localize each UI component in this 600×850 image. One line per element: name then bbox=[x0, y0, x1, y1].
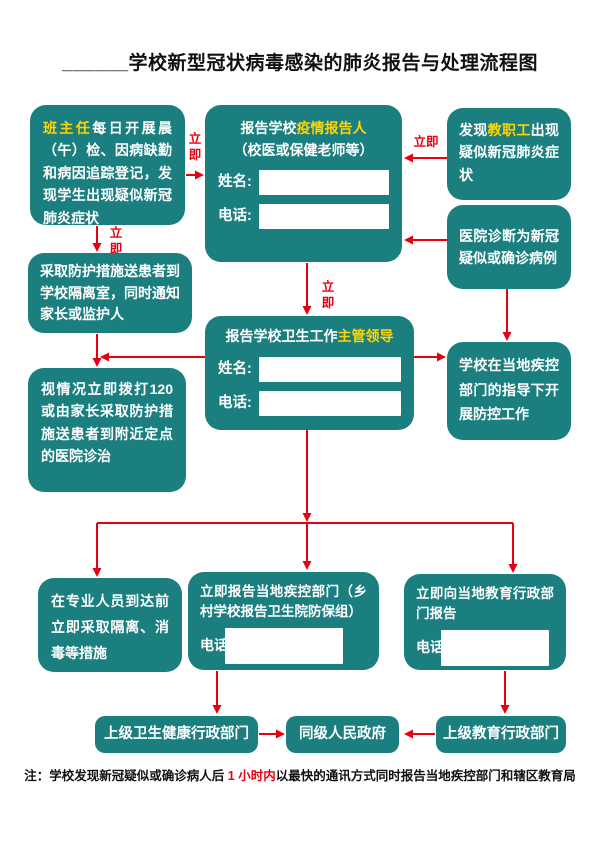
node-pre-arrival-measures: 在专业人员到达前立即采取隔离、消毒等措施 bbox=[38, 578, 182, 672]
leader-name-label: 姓名: bbox=[218, 360, 252, 377]
node-report-health-leader-title: 报告学校卫生工作主管领导 bbox=[218, 326, 401, 348]
reporter-phone-row: 电话: bbox=[218, 204, 389, 230]
node-isolation-room: 采取防护措施送患者到学校隔离室，同时通知家长或监护人 bbox=[28, 253, 192, 333]
node-hospital-diagnosis-text: 医院诊断为新冠疑似或确诊病例 bbox=[459, 227, 559, 266]
label-immediate-2: 立即 bbox=[413, 135, 439, 149]
node-report-education-text: 立即向当地教育行政部门报告 bbox=[416, 586, 554, 622]
node-hospital-diagnosis: 医院诊断为新冠疑似或确诊病例 bbox=[447, 205, 571, 289]
reporter-phone-label: 电话: bbox=[218, 208, 252, 225]
label-immediate-4: 立即 bbox=[321, 280, 335, 310]
node-staff-symptom: 发现教职工出现疑似新冠肺炎症状 bbox=[447, 108, 571, 200]
reporter-name-label: 姓名: bbox=[218, 174, 252, 191]
footnote-suffix: 以最快的通讯方式同时报告当地疾控部门和辖区教育局 bbox=[275, 769, 576, 783]
node-staff-symptom-prefix: 发现 bbox=[459, 122, 488, 138]
leader-name-row: 姓名: bbox=[218, 356, 401, 382]
node-report-epidemic-person: 报告学校疫情报告人 （校医或保健老师等） 姓名: 电话: bbox=[205, 105, 402, 262]
node-staff-symptom-highlight: 教职工 bbox=[487, 122, 531, 138]
node-cdc-guidance-text: 学校在当地疾控部门的指导下开展防控工作 bbox=[459, 357, 559, 422]
footnote-highlight: 1 小时内 bbox=[227, 769, 276, 783]
label-immediate-3: 立即 bbox=[109, 226, 123, 256]
node-teacher-check-text: 每日开展晨（午）检、因病缺勤和病因追踪登记，发现学生出现疑似新冠肺炎症状 bbox=[43, 120, 173, 226]
node-isolation-room-text: 采取防护措施送患者到学校隔离室，同时通知家长或监护人 bbox=[40, 263, 180, 323]
node-report-health-leader-prefix: 报告学校卫生工作 bbox=[225, 328, 338, 344]
leader-phone-row: 电话: bbox=[218, 390, 401, 416]
node-call-120: 视情况立即拨打120 或由家长采取防护措施送患者到附近定点的医院诊治 bbox=[28, 368, 186, 492]
education-phone-label: 电话 bbox=[416, 638, 444, 655]
education-phone-row: 电话 bbox=[416, 629, 554, 666]
node-report-epidemic-person-highlight: 疫情报告人 bbox=[296, 120, 367, 136]
footnote: 注：学校发现新冠疑似或确诊病人后 1 小时内以最快的通讯方式同时报告当地疾控部门… bbox=[0, 765, 600, 784]
node-report-health-leader: 报告学校卫生工作主管领导 姓名: 电话: bbox=[205, 316, 414, 430]
node-higher-education-dept-text: 上级教育行政部门 bbox=[443, 725, 559, 742]
node-cdc-guidance: 学校在当地疾控部门的指导下开展防控工作 bbox=[447, 342, 571, 440]
cdc-phone-input[interactable] bbox=[225, 627, 343, 664]
reporter-name-row: 姓名: bbox=[218, 170, 389, 196]
node-teacher-check: 班主任每日开展晨（午）检、因病缺勤和病因追踪登记，发现学生出现疑似新冠肺炎症状 bbox=[30, 105, 185, 226]
node-report-epidemic-person-subtitle: （校医或保健老师等） bbox=[233, 141, 374, 158]
node-report-health-leader-highlight: 主管领导 bbox=[337, 328, 394, 344]
cdc-phone-row: 电话 bbox=[200, 627, 367, 664]
node-higher-health-dept: 上级卫生健康行政部门 bbox=[95, 716, 258, 753]
leader-phone-label: 电话: bbox=[218, 394, 252, 411]
node-teacher-check-highlight: 班主任 bbox=[43, 120, 93, 136]
label-immediate-1: 立即 bbox=[188, 132, 202, 162]
node-same-level-gov: 同级人民政府 bbox=[286, 716, 399, 753]
leader-name-input[interactable] bbox=[258, 356, 401, 382]
node-pre-arrival-measures-text: 在专业人员到达前立即采取隔离、消毒等措施 bbox=[51, 593, 169, 661]
education-phone-input[interactable] bbox=[441, 629, 549, 666]
node-higher-education-dept: 上级教育行政部门 bbox=[436, 716, 566, 753]
node-report-epidemic-person-prefix: 报告学校 bbox=[240, 120, 297, 136]
node-staff-symptom-text: 出现疑似新冠肺炎症状 bbox=[459, 122, 560, 183]
page-title: ______学校新型冠状病毒感染的肺炎报告与处理流程图 bbox=[62, 53, 538, 74]
node-same-level-gov-text: 同级人民政府 bbox=[299, 725, 386, 742]
node-call-120-text: 视情况立即拨打120 或由家长采取防护措施送患者到附近定点的医院诊治 bbox=[41, 381, 173, 465]
reporter-phone-input[interactable] bbox=[258, 204, 389, 230]
node-report-cdc: 立即报告当地疾控部门（乡村学校报告卫生院防保组） 电话 bbox=[188, 572, 379, 670]
leader-phone-input[interactable] bbox=[258, 390, 401, 416]
reporter-name-input[interactable] bbox=[258, 170, 389, 196]
node-report-education: 立即向当地教育行政部门报告 电话 bbox=[404, 574, 566, 670]
node-report-epidemic-person-title: 报告学校疫情报告人 （校医或保健老师等） bbox=[218, 118, 389, 161]
node-higher-health-dept-text: 上级卫生健康行政部门 bbox=[104, 725, 249, 742]
cdc-phone-label: 电话 bbox=[200, 636, 228, 653]
footnote-prefix: 注：学校发现新冠疑似或确诊病人后 bbox=[24, 769, 228, 783]
node-report-cdc-text: 立即报告当地疾控部门（乡村学校报告卫生院防保组） bbox=[200, 584, 367, 620]
